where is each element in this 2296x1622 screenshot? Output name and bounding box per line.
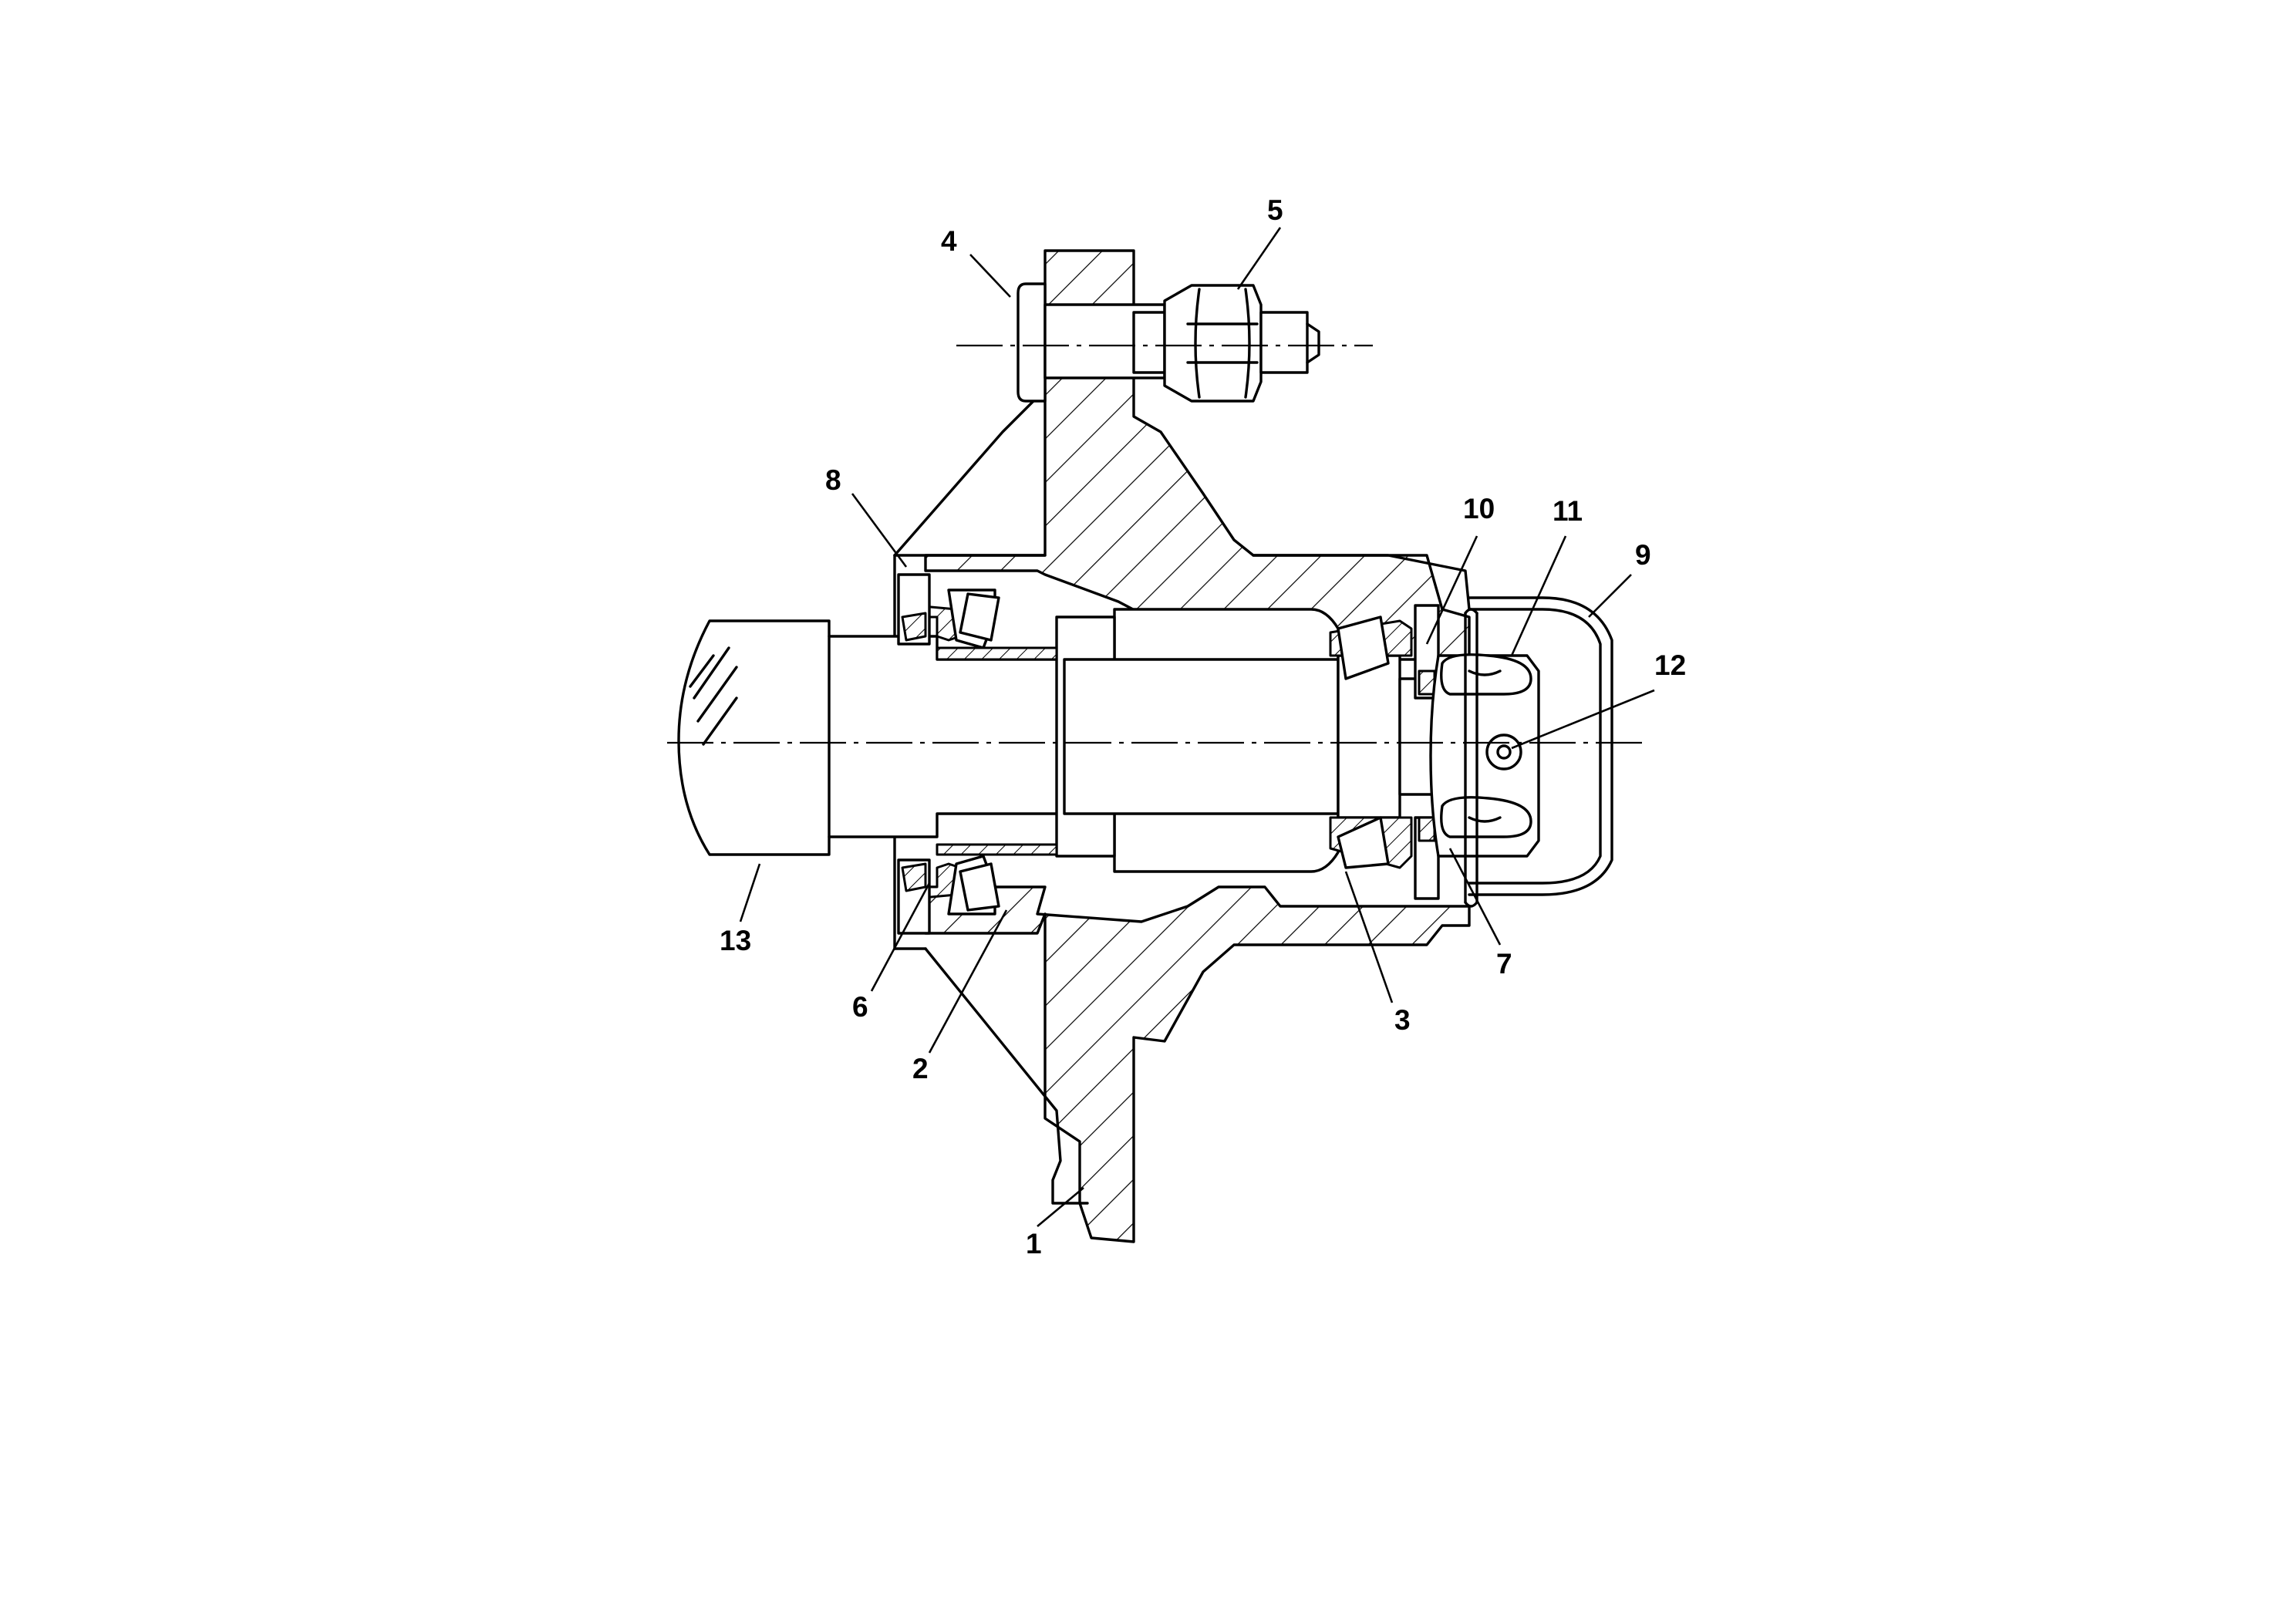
wheel-bolt [1017,282,1166,403]
shaft-seal [897,573,931,935]
callout-2: 2 [912,1053,929,1084]
callout-13: 13 [720,925,751,956]
inner-bearing [912,588,1058,916]
callout-9: 9 [1635,539,1651,571]
leader-lines [739,227,1655,1227]
callout-4: 4 [941,225,957,257]
lock-washer [1414,604,1440,900]
callout-7: 7 [1496,948,1512,980]
outer-bearing [1329,615,1413,869]
callout-8: 8 [825,464,841,496]
grease-cap [1468,596,1613,896]
callout-3: 3 [1394,1004,1411,1036]
wheel-nut [1163,284,1320,403]
callout-5: 5 [1267,194,1283,226]
castle-nut [1429,653,1540,858]
callout-6: 6 [852,991,868,1023]
callout-12: 12 [1654,649,1686,681]
callout-1: 1 [1026,1228,1042,1259]
callout-10: 10 [1463,493,1495,524]
callout-11: 11 [1553,495,1583,527]
